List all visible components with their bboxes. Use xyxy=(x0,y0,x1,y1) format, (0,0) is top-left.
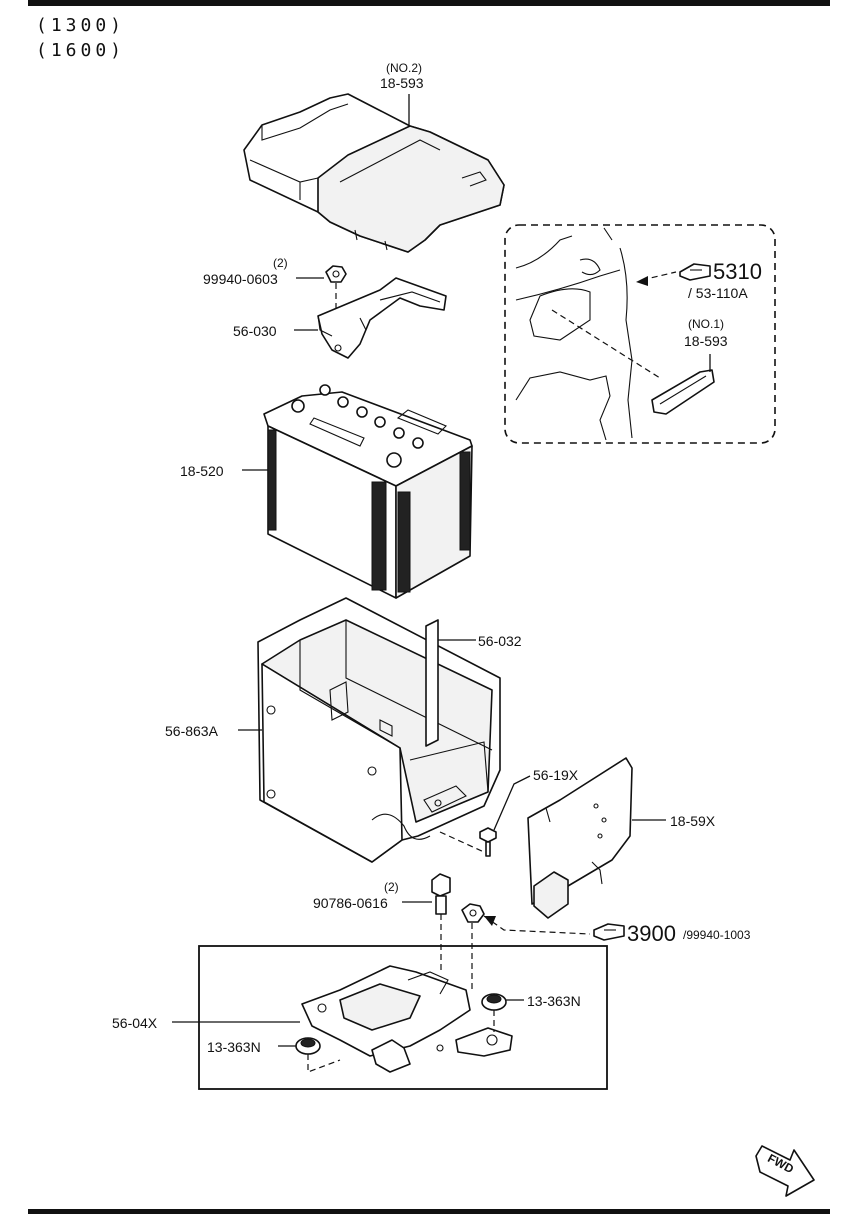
ref-part-99940-1003: /99940-1003 xyxy=(683,928,751,942)
grommet-right xyxy=(481,993,507,1011)
nut-part-number: 99940-0603 xyxy=(203,271,278,287)
battery-cover-no1 xyxy=(651,369,715,415)
bolt-quantity: (2) xyxy=(384,880,399,894)
variant-1300-label: (1300) xyxy=(36,15,125,36)
small-bolt-part-number: 56-19X xyxy=(533,767,579,783)
inset-vehicle-sketch xyxy=(515,227,633,441)
heat-shield-18-59X xyxy=(527,757,633,919)
ref-5310-arrowhead xyxy=(636,276,648,286)
grommet-left-dash xyxy=(307,1054,341,1073)
top-border-rule xyxy=(28,0,830,6)
bottom-border-rule xyxy=(28,1209,830,1214)
ref-part-53-110A: / 53-110A xyxy=(688,285,748,301)
shield-part-number: 18-59X xyxy=(670,813,716,829)
hold-down-rod-56-032 xyxy=(425,619,439,747)
nut-quantity: (2) xyxy=(273,256,288,270)
inset-dash-leader xyxy=(551,309,661,379)
variant-1600-label: (1600) xyxy=(36,40,125,61)
bolt-90786-0616 xyxy=(431,873,451,915)
bracket-group-box xyxy=(198,945,608,1090)
battery-bracket-56-04X xyxy=(301,965,513,1073)
small-bolt-leader xyxy=(493,775,531,831)
grommet-left xyxy=(295,1037,321,1055)
inset-detail-box xyxy=(504,224,776,444)
battery-clamp-56-030 xyxy=(317,277,447,359)
battery-tray-56-863A xyxy=(257,597,501,863)
cover-no2-qualifier: (NO.2) xyxy=(386,61,422,75)
bracket-part-number: 56-04X xyxy=(112,1015,158,1031)
clamp-part-number: 56-030 xyxy=(233,323,277,339)
small-bolt-dash-line xyxy=(439,831,485,853)
nut-3900-arrowhead xyxy=(484,916,496,926)
grommet-right-part-number: 13-363N xyxy=(527,993,581,1009)
hex-nut-99940-0603 xyxy=(325,265,347,283)
forward-direction-arrow-icon: FWD xyxy=(755,1145,815,1197)
battery-18-520 xyxy=(263,384,473,599)
cover-no1-qualifier: (NO.1) xyxy=(688,317,724,331)
hex-nut-99940-1003 xyxy=(461,903,485,923)
bolt-part-number: 90786-0616 xyxy=(313,895,388,911)
cover-no1-part-number: 18-593 xyxy=(684,333,728,349)
battery-part-number: 18-520 xyxy=(180,463,224,479)
bolt-56-19X xyxy=(479,827,497,857)
rod-part-number: 56-032 xyxy=(478,633,522,649)
ref-group-5310: 5310 xyxy=(713,259,762,284)
reference-pointer-icon xyxy=(593,923,625,941)
ref-group-3900: 3900 xyxy=(627,921,676,946)
battery-terminal-posts xyxy=(291,384,424,468)
reference-pointer-icon xyxy=(679,263,711,281)
tray-part-number: 56-863A xyxy=(165,723,219,739)
cover-no2-part-number: 18-593 xyxy=(380,75,424,91)
grommet-left-part-number: 13-363N xyxy=(207,1039,261,1055)
battery-cover-no2 xyxy=(243,93,505,253)
nut-3900-dash-line xyxy=(471,915,591,990)
